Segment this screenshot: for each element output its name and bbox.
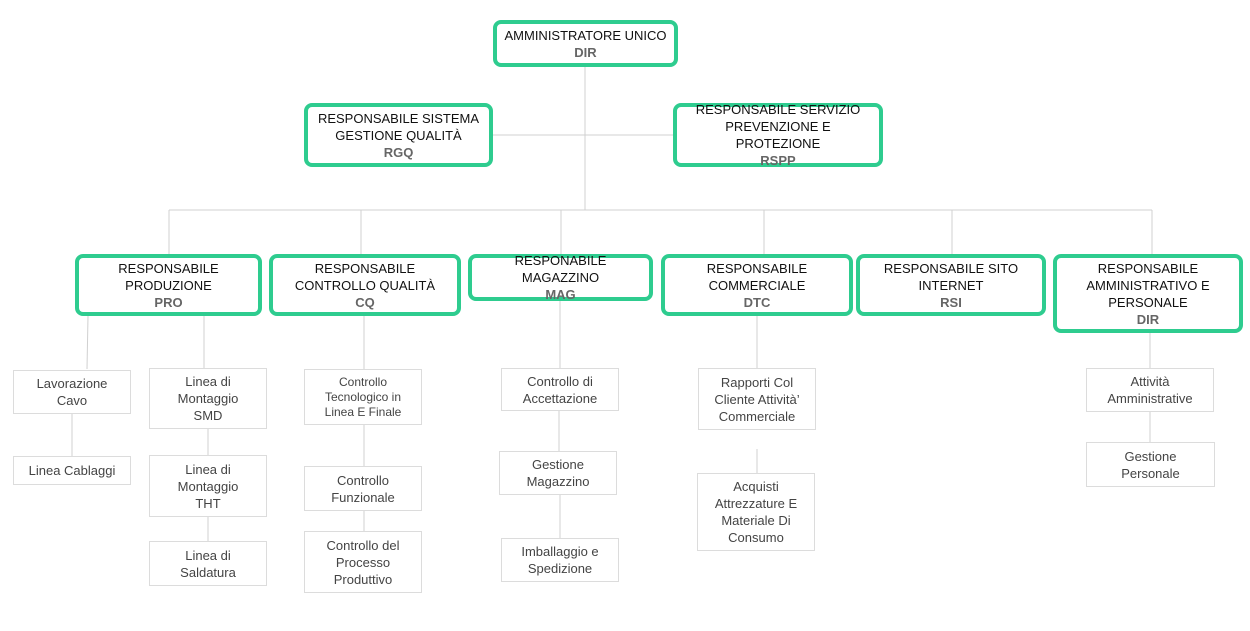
task-attivita-amministrative[interactable]: Attività Amministrative (1086, 368, 1214, 412)
node-title: AMMINISTRATORE UNICO (504, 27, 667, 43)
node-rgq[interactable]: RESPONSABILE SISTEMA GESTIONE QUALITÀ RG… (304, 103, 493, 167)
task-linea-smd[interactable]: Linea di Montaggio SMD (149, 368, 267, 429)
node-commerciale[interactable]: RESPONSABILE COMMERCIALE DTC (661, 254, 853, 316)
node-title: RESPONSABILE (118, 260, 219, 276)
node-code: RGQ (383, 144, 414, 160)
task-linea-cablaggi[interactable]: Linea Cablaggi (13, 456, 131, 485)
node-code: RSI (940, 294, 962, 310)
node-produzione[interactable]: RESPONSABILE PRODUZIONE PRO (75, 254, 262, 316)
node-title: PREVENZIONE E PROTEZIONE (725, 119, 831, 151)
node-sito-internet[interactable]: RESPONSABILE SITO INTERNET RSI (856, 254, 1046, 316)
node-title: RESPONSABILE SISTEMA (317, 110, 480, 126)
node-title: PERSONALE (1108, 294, 1188, 310)
node-code: CQ (355, 294, 375, 310)
node-code: MAG (545, 287, 576, 302)
task-lavorazione-cavo[interactable]: Lavorazione Cavo (13, 370, 131, 414)
node-title: COMMERCIALE (708, 277, 806, 293)
node-code: DIR (1136, 311, 1160, 327)
node-title: RESPONSABILE (1097, 260, 1199, 276)
node-title: PRODUZIONE (125, 277, 212, 293)
node-title: RESPONSABILE (314, 260, 416, 276)
task-controllo-tecnologico[interactable]: Controllo Tecnologico in Linea E Finale (304, 369, 422, 425)
node-code: DIR (574, 44, 597, 60)
node-title: RESPONSABILE (706, 260, 808, 276)
node-controllo-qualita[interactable]: RESPONSABILE CONTROLLO QUALITÀ CQ (269, 254, 461, 316)
node-amministratore-unico[interactable]: AMMINISTRATORE UNICO DIR (493, 20, 678, 67)
node-title: RESPONABILE MAGAZZINO (514, 253, 607, 285)
node-title: INTERNET (918, 277, 984, 293)
task-linea-tht[interactable]: Linea di Montaggio THT (149, 455, 267, 517)
task-gestione-personale[interactable]: Gestione Personale (1086, 442, 1215, 487)
node-title: RESPONSABILE SERVIZIO (695, 102, 861, 117)
node-code: DTC (743, 294, 771, 310)
task-controllo-processo[interactable]: Controllo del Processo Produttivo (304, 531, 422, 593)
node-title: RESPONSABILE SITO (883, 260, 1019, 276)
task-controllo-funzionale[interactable]: Controllo Funzionale (304, 466, 422, 511)
task-acquisti[interactable]: Acquisti Attrezzature E Materiale Di Con… (697, 473, 815, 551)
task-rapporti-cliente[interactable]: Rapporti Col Cliente Attività’ Commercia… (698, 368, 816, 430)
node-code: RSPP (760, 153, 796, 168)
task-controllo-accettazione[interactable]: Controllo di Accettazione (501, 368, 619, 411)
task-imballaggio-spedizione[interactable]: Imballaggio e Spedizione (501, 538, 619, 582)
task-linea-saldatura[interactable]: Linea di Saldatura (149, 541, 267, 586)
node-magazzino[interactable]: RESPONABILE MAGAZZINO MAG (468, 253, 653, 302)
node-code: PRO (154, 294, 183, 310)
task-gestione-magazzino[interactable]: Gestione Magazzino (499, 451, 617, 495)
node-rspp[interactable]: RESPONSABILE SERVIZIO PREVENZIONE E PROT… (673, 102, 883, 168)
node-title: AMMINISTRATIVO E (1086, 277, 1210, 293)
node-title: CONTROLLO QUALITÀ (294, 277, 436, 293)
node-title: GESTIONE QUALITÀ (335, 127, 462, 143)
node-amministrativo-personale[interactable]: RESPONSABILE AMMINISTRATIVO E PERSONALE … (1053, 254, 1243, 333)
